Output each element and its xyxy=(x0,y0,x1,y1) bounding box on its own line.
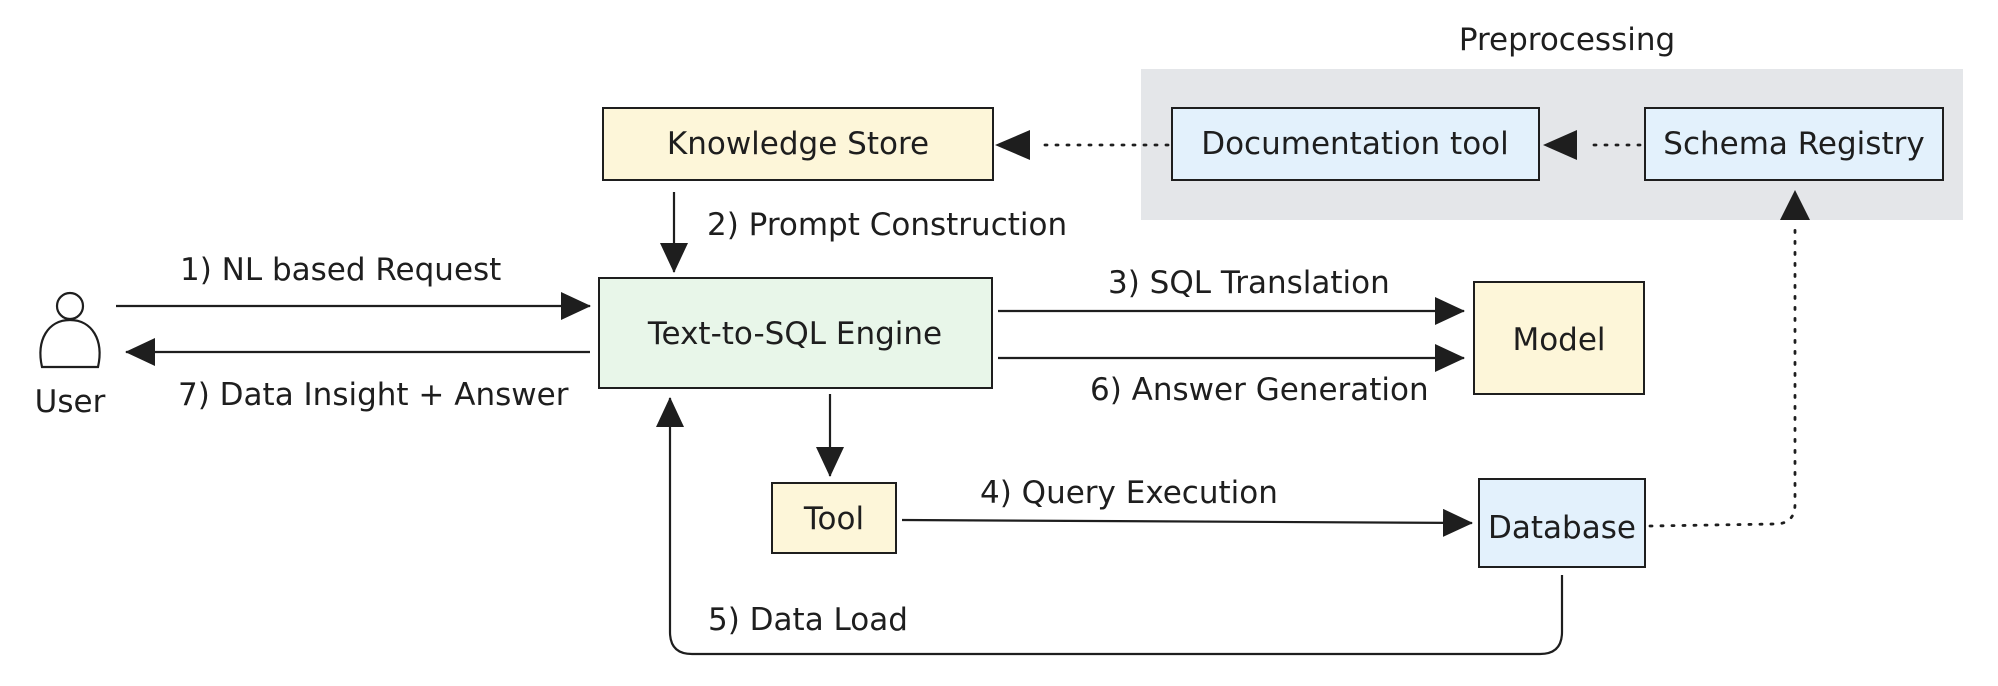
edge-label-prompt-construction: 2) Prompt Construction xyxy=(707,207,1067,243)
edge-label-data-insight: 7) Data Insight + Answer xyxy=(178,377,569,413)
schema-registry-label: Schema Registry xyxy=(1663,126,1924,162)
user-node[interactable]: User xyxy=(35,291,106,420)
tool-to-database-edge xyxy=(901,508,1473,537)
knowledge-store-label: Knowledge Store xyxy=(667,126,929,162)
database-node[interactable]: Database xyxy=(1478,478,1646,568)
user-body-icon xyxy=(39,318,101,369)
text-to-sql-engine-node[interactable]: Text-to-SQL Engine xyxy=(598,277,993,389)
user-head-icon xyxy=(55,291,85,321)
edge-label-sql-translation: 3) SQL Translation xyxy=(1108,265,1390,301)
model-node[interactable]: Model xyxy=(1473,281,1645,395)
edge-label-nl-request: 1) NL based Request xyxy=(180,252,501,288)
database-to-engine-edge xyxy=(656,397,1564,656)
edge-label-query-execution: 4) Query Execution xyxy=(980,475,1278,511)
tool-label: Tool xyxy=(803,501,864,537)
documentation-tool-label: Documentation tool xyxy=(1201,126,1509,162)
database-label: Database xyxy=(1488,510,1636,546)
schema-to-doc-arrowhead xyxy=(1543,130,1577,160)
edge-label-answer-generation: 6) Answer Generation xyxy=(1090,372,1429,408)
doc-to-knowledge-arrowhead xyxy=(995,130,1030,160)
documentation-tool-node[interactable]: Documentation tool xyxy=(1171,107,1540,181)
schema-registry-node[interactable]: Schema Registry xyxy=(1644,107,1944,181)
user-label: User xyxy=(35,384,106,420)
tool-node[interactable]: Tool xyxy=(771,482,897,554)
text-to-sql-engine-label: Text-to-SQL Engine xyxy=(647,316,942,352)
database-to-schema-edge xyxy=(1648,228,1797,528)
knowledge-store-node[interactable]: Knowledge Store xyxy=(602,107,994,181)
database-to-schema-arrowhead xyxy=(1780,190,1810,220)
model-label: Model xyxy=(1512,322,1605,358)
preprocessing-label: Preprocessing xyxy=(1459,22,1675,58)
edge-label-data-load: 5) Data Load xyxy=(708,602,908,638)
